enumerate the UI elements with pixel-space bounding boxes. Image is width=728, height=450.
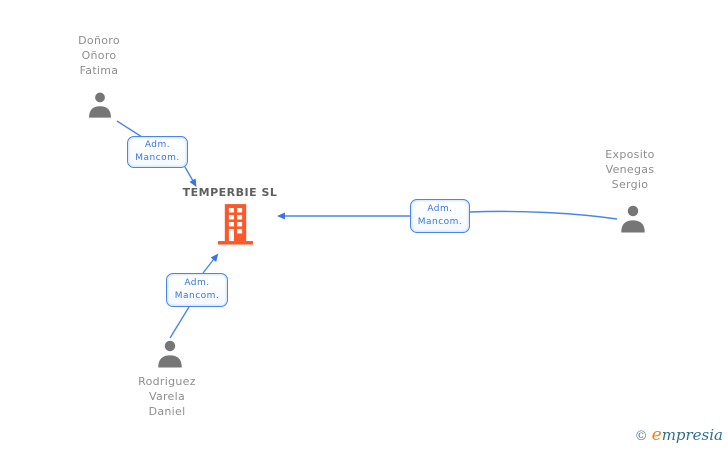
- person-icon[interactable]: [155, 338, 185, 368]
- empresia-logo: ©empresia: [635, 425, 723, 445]
- copyright-icon: ©: [634, 429, 648, 444]
- connector-label-to-company-1: [184, 166, 197, 188]
- connector-exposito-to-label: [469, 210, 618, 220]
- connector-label-to-company-3: [202, 253, 219, 274]
- person-icon[interactable]: [618, 203, 648, 233]
- building-icon[interactable]: [218, 204, 253, 245]
- relationship-label-adm-mancom-2[interactable]: Adm. Mancom.: [410, 199, 470, 233]
- brand-text: mpresia: [661, 426, 723, 444]
- company-name[interactable]: TEMPERBIE SL: [182, 186, 278, 199]
- person-icon[interactable]: [86, 90, 114, 118]
- relationship-label-adm-mancom-3[interactable]: Adm. Mancom.: [166, 273, 228, 307]
- relationship-label-adm-mancom-1[interactable]: Adm. Mancom.: [127, 136, 188, 168]
- person-name-exposito[interactable]: Exposito Venegas Sergio: [605, 148, 655, 191]
- person-name-rodriguez[interactable]: Rodriguez Varela Daniel: [138, 375, 196, 418]
- connector-rodriguez-to-label: [169, 306, 190, 339]
- connector-donoro-to-label: [116, 120, 143, 138]
- brand-letter: e: [651, 425, 662, 445]
- person-name-donoro[interactable]: Doñoro Oñoro Fatima: [78, 34, 120, 77]
